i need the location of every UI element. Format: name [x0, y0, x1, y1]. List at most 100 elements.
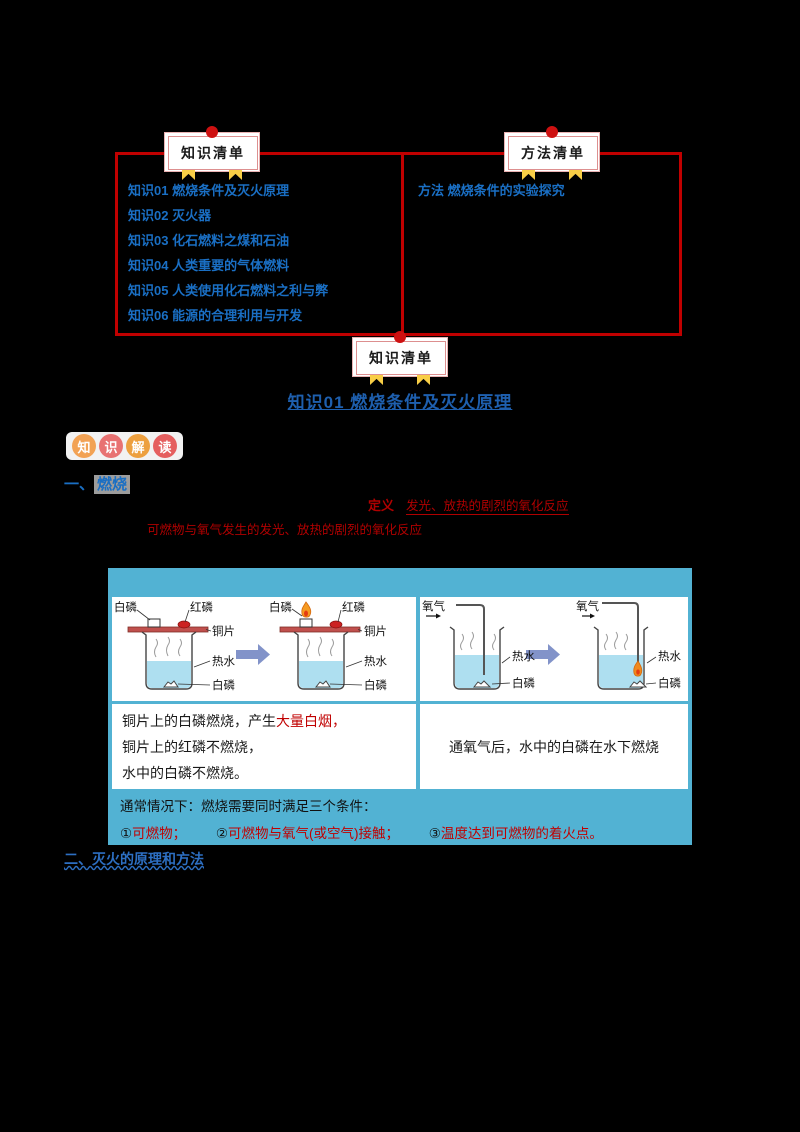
conclusion-conditions: ①可燃物； ②可燃物与氧气(或空气)接触； ③温度达到可燃物的着火点。	[120, 822, 680, 842]
beaker-glass	[449, 626, 505, 690]
badge-label: 方法清单	[508, 136, 598, 170]
knowledge-list-badge-mid: 知识清单	[352, 331, 448, 385]
result-line: 铜片上的白磷燃烧，产生大量白烟，	[122, 708, 406, 734]
leader-lines	[136, 608, 363, 686]
reading-badge-char: 解	[126, 434, 150, 458]
hot-water-shape	[147, 661, 191, 688]
conclusion-intro: 通常情况下：燃烧需要同时满足三个条件：	[120, 799, 377, 814]
result-text: 铜片上的白磷燃烧，产生	[122, 713, 276, 729]
oxygen-underwater-diagram-svg: 氧气 热水 白磷 氧气 热水 白磷	[422, 599, 681, 690]
steam-lines	[154, 636, 182, 658]
condition-text: 可燃物与氧气(或空气)接触；	[227, 826, 399, 841]
result-line: 水中的白磷不燃烧。	[122, 765, 248, 781]
result-line: 铜片上的红磷不燃烧，	[122, 739, 262, 755]
method-item: 方法 燃烧条件的实验探究	[418, 183, 565, 198]
condition-item: ①可燃物；	[120, 826, 186, 841]
badge-label: 知识清单	[168, 136, 258, 170]
result-right-cell: 通氧气后，水中的白磷在水下燃烧	[420, 704, 688, 789]
knowledge-list-badge: 知识清单	[164, 126, 260, 180]
method-list: 方法 燃烧条件的实验探究	[418, 178, 673, 203]
section1-number: 一、	[64, 476, 95, 493]
result-row: 铜片上的白磷燃烧，产生大量白烟， 铜片上的红磷不燃烧， 水中的白磷不燃烧。 通氧…	[112, 704, 688, 789]
badge-label: 知识清单	[356, 341, 446, 375]
knowledge-item: 知识05 人类使用化石燃料之利与弊	[128, 283, 329, 298]
pin-dot-icon	[206, 126, 218, 138]
reading-badge-char: 识	[99, 434, 123, 458]
knowledge-item: 知识06 能源的合理利用与开发	[128, 308, 303, 323]
definition-line: 定义发光、放热的剧烈的氧化反应	[368, 495, 569, 515]
knowledge-list: 知识01 燃烧条件及灭火原理 知识02 灭火器 知识03 化石燃料之煤和石油 知…	[128, 178, 393, 328]
gas-flow-arrow-icon	[426, 613, 441, 619]
white-phosphorus-underwater	[472, 680, 492, 688]
steam-lines	[604, 631, 628, 651]
condition-text: 可燃物；	[132, 826, 187, 841]
condition-number: ①	[120, 826, 133, 841]
beaker-c	[449, 626, 505, 690]
definition-label: 定义	[368, 498, 395, 513]
oxygen-label: 氧气	[576, 599, 599, 613]
red-phosphorus-label: 红磷	[342, 601, 365, 614]
hot-water-label: 热水	[212, 655, 235, 668]
oxygen-label: 氧气	[422, 599, 445, 613]
pin-dot-icon	[546, 126, 558, 138]
condition-number: ③	[428, 826, 441, 841]
white-phosphorus-label: 白磷	[364, 678, 387, 692]
knowledge-item: 知识02 灭火器	[128, 208, 212, 223]
white-phosphorus-label: 白磷	[512, 676, 535, 690]
method-list-badge: 方法清单	[504, 126, 600, 180]
copper-sheet-shape	[127, 626, 209, 633]
steam-lines	[460, 631, 496, 651]
white-phosphorus-label: 白磷	[269, 600, 292, 614]
copper-sheet-label: 铜片	[212, 624, 235, 638]
white-phosphorus-label: 白磷	[658, 676, 681, 690]
white-phosphorus-underwater	[314, 680, 331, 688]
white-phosphorus-underwater	[162, 680, 179, 688]
condition-number: ②	[215, 826, 228, 841]
hot-water-label: 热水	[364, 655, 387, 668]
hot-water-shape	[455, 655, 499, 688]
underwater-flame-icon	[633, 660, 643, 677]
flame-core	[636, 669, 640, 675]
oxygen-tube-bent	[602, 602, 639, 667]
condition-text: 温度达到可燃物的着火点。	[440, 826, 603, 841]
oxygen-experiment-diagram: 氧气 热水 白磷 氧气 热水 白磷	[420, 597, 688, 701]
phosphorus-copper-diagram-svg: 白磷 红磷 铜片 热水 白磷 白磷 红磷 铜片 热水 白磷	[114, 600, 387, 692]
result-highlight: 大量白烟，	[276, 713, 346, 729]
red-phosphorus-lump	[177, 620, 191, 629]
condition-item: ③温度达到可燃物的着火点。	[429, 826, 603, 841]
white-phosphorus-lump-burning	[299, 618, 313, 628]
white-phosphorus-label: 白磷	[114, 600, 137, 614]
copper-sheet-shape	[279, 626, 361, 633]
steam-lines	[306, 636, 334, 658]
arrow-icon	[236, 644, 270, 665]
condition-item: ②可燃物与氧气(或空气)接触；	[216, 826, 399, 841]
definition-key-phrase: 发光、放热的剧烈的氧化反应	[406, 499, 569, 515]
conclusion-row: 通常情况下：燃烧需要同时满足三个条件： ①可燃物； ②可燃物与氧气(或空气)接触…	[112, 789, 688, 842]
leader-lines	[491, 656, 657, 685]
diagram-row: 白磷 红磷 铜片 热水 白磷 白磷 红磷 铜片 热水 白磷	[112, 597, 688, 701]
white-phosphorus-lump	[147, 618, 161, 628]
reading-badge-char: 知	[72, 434, 96, 458]
copper-sheet-label: 铜片	[364, 624, 387, 638]
gas-flow-arrow-icon	[582, 613, 595, 619]
combustion-experiment-table: 白磷 红磷 铜片 热水 白磷 白磷 红磷 铜片 热水 白磷	[108, 568, 692, 845]
frame-divider	[401, 152, 404, 336]
result-left-cell: 铜片上的白磷燃烧，产生大量白烟， 铜片上的红磷不燃烧， 水中的白磷不燃烧。	[112, 704, 416, 789]
section1-heading: 一、燃烧	[64, 473, 131, 494]
arrow-icon	[526, 644, 560, 665]
pin-dot-icon	[394, 331, 406, 343]
white-phosphorus-label: 白磷	[212, 678, 235, 692]
white-phosphorus-underwater	[628, 680, 648, 688]
hot-water-label: 热水	[658, 650, 681, 663]
knowledge-item: 知识04 人类重要的气体燃料	[128, 258, 290, 273]
hot-water-shape	[299, 661, 343, 688]
reading-badge-char: 读	[153, 434, 177, 458]
copper-sheet-experiment-diagram: 白磷 红磷 铜片 热水 白磷 白磷 红磷 铜片 热水 白磷	[112, 597, 416, 701]
section2-heading: 二、灭火的原理和方法	[64, 851, 204, 867]
oxygen-tube	[456, 604, 485, 675]
beaker-d	[593, 626, 649, 690]
knowledge-item: 知识03 化石燃料之煤和石油	[128, 233, 290, 248]
flame-core	[304, 610, 308, 617]
section1-title: 燃烧	[94, 475, 131, 494]
